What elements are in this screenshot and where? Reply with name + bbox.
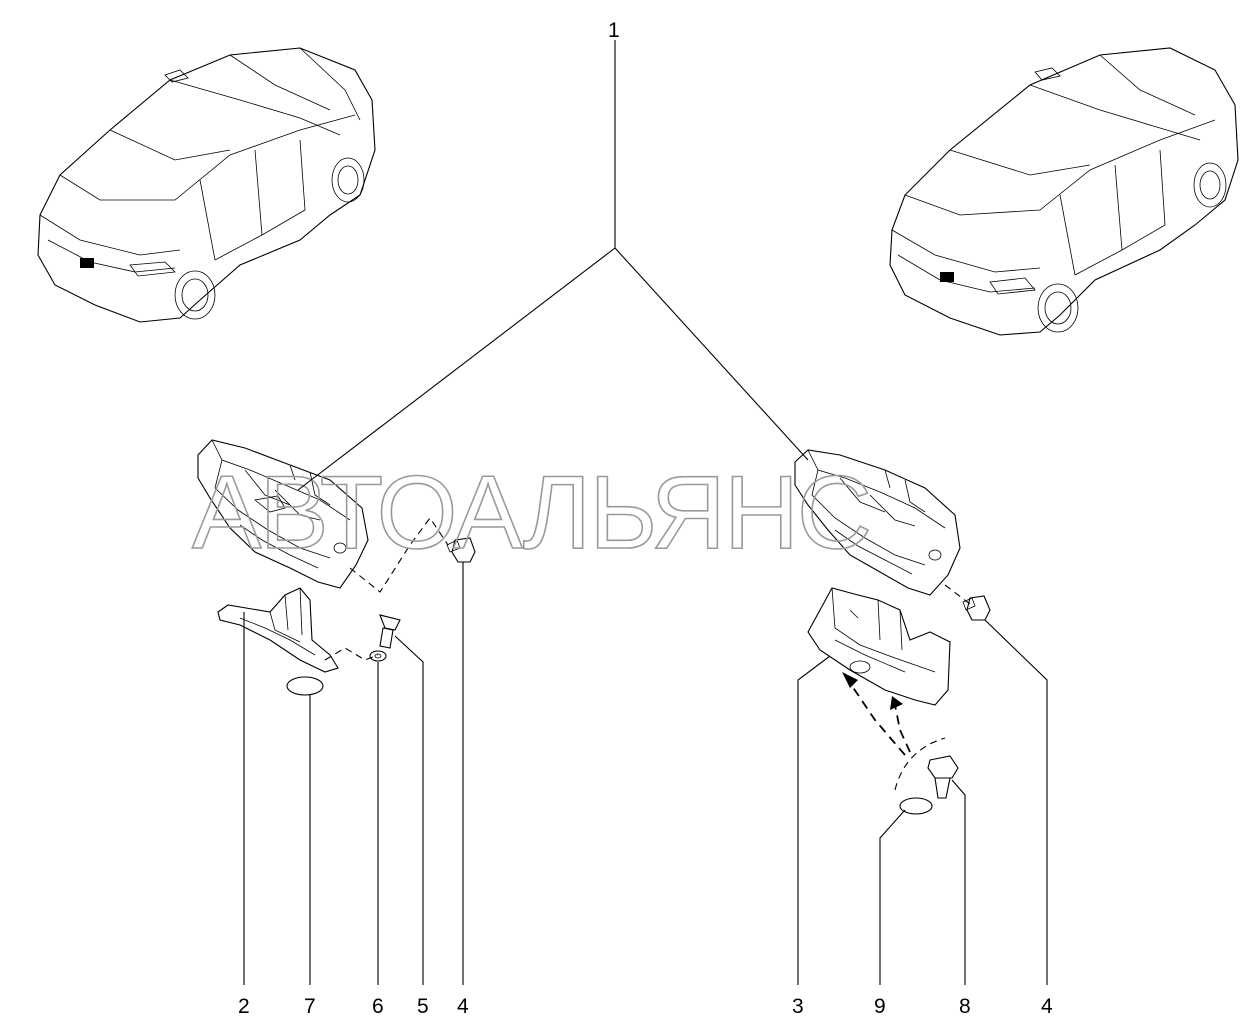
washer-left — [286, 676, 324, 696]
assembly-path-lock-left — [349, 517, 449, 593]
assembly-arrow-right-2 — [894, 704, 911, 753]
callout-6: 6 — [372, 995, 384, 1018]
screw-left — [379, 614, 401, 649]
lock-assembly-right — [794, 449, 961, 596]
hatchback-car-illustration — [889, 47, 1239, 336]
bolt-lock-left — [446, 537, 476, 563]
arrow-head-2 — [890, 696, 903, 710]
callout-2: 2 — [238, 995, 250, 1018]
callout-5: 5 — [417, 995, 429, 1018]
arrow-head-1 — [842, 672, 858, 688]
callout-7: 7 — [304, 995, 316, 1018]
washer-right — [899, 797, 933, 815]
sedan-car-illustration — [37, 47, 376, 323]
assembly-arc-right — [894, 737, 946, 791]
leader-lines — [243, 40, 1048, 985]
striker-right — [807, 587, 951, 706]
bolt-right — [927, 755, 959, 799]
callout-4-left: 4 — [457, 995, 469, 1018]
assembly-path-striker-left — [324, 647, 379, 661]
callout-4-right: 4 — [1041, 995, 1053, 1018]
assembly-arrow-right-1 — [847, 679, 906, 756]
callout-9: 9 — [874, 995, 886, 1018]
callout-8: 8 — [959, 995, 971, 1018]
assembly-path-lock-right — [944, 584, 971, 605]
lock-assembly-left — [197, 439, 369, 589]
washer-small-left — [369, 650, 387, 662]
callout-1: 1 — [608, 19, 620, 42]
watermark-text: АВТОАЛЬЯНС — [192, 455, 870, 571]
bolt-lock-right — [962, 595, 991, 621]
striker-left — [217, 587, 339, 673]
callout-3: 3 — [792, 995, 804, 1018]
